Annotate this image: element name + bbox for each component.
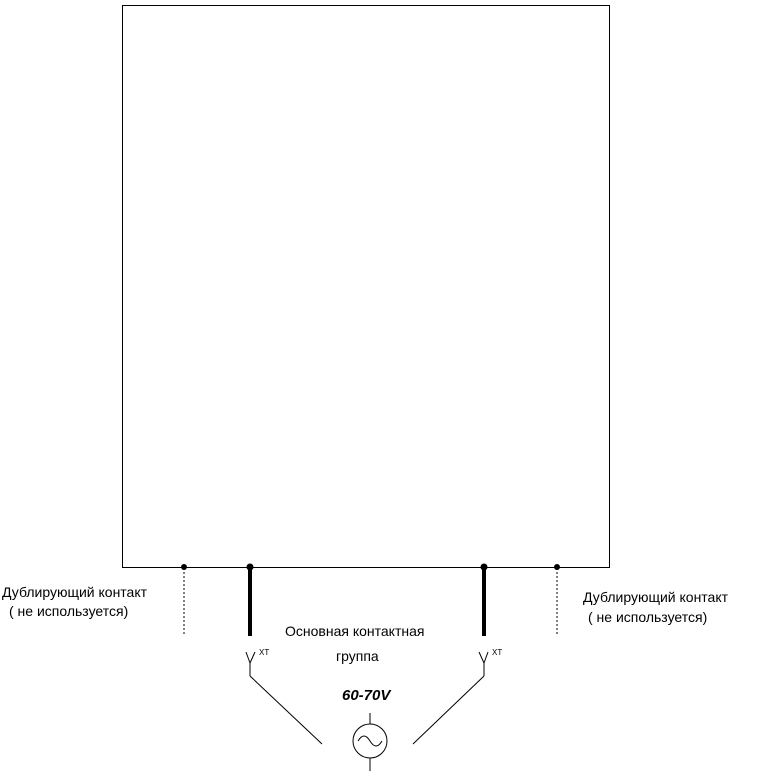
left-duplicate-contact-note: ( не используется) bbox=[9, 603, 128, 619]
left-terminal-label: XT bbox=[259, 648, 269, 657]
right-duplicate-junction-icon bbox=[554, 564, 560, 570]
left-duplicate-contact-title: Дублирующий контакт bbox=[2, 584, 148, 600]
left-supply-wire bbox=[249, 675, 323, 745]
right-main-junction-icon bbox=[480, 563, 488, 571]
right-supply-wire bbox=[412, 675, 485, 745]
left-duplicate-junction-icon bbox=[181, 564, 187, 570]
main-contact-group-subtitle: группа bbox=[336, 648, 379, 664]
ac-source-icon bbox=[352, 713, 388, 771]
right-terminal-connector-icon bbox=[478, 651, 489, 676]
right-terminal-label: XT bbox=[492, 648, 502, 657]
left-main-junction-icon bbox=[246, 563, 254, 571]
voltage-label: 60-70V bbox=[342, 687, 392, 704]
main-contact-group-title: Основная контактная bbox=[285, 623, 424, 639]
right-duplicate-contact-title: Дублирующий контакт bbox=[583, 589, 729, 605]
device-housing bbox=[122, 5, 610, 568]
left-terminal-connector-icon bbox=[245, 651, 256, 676]
right-duplicate-contact-note: ( не используется) bbox=[588, 609, 707, 625]
